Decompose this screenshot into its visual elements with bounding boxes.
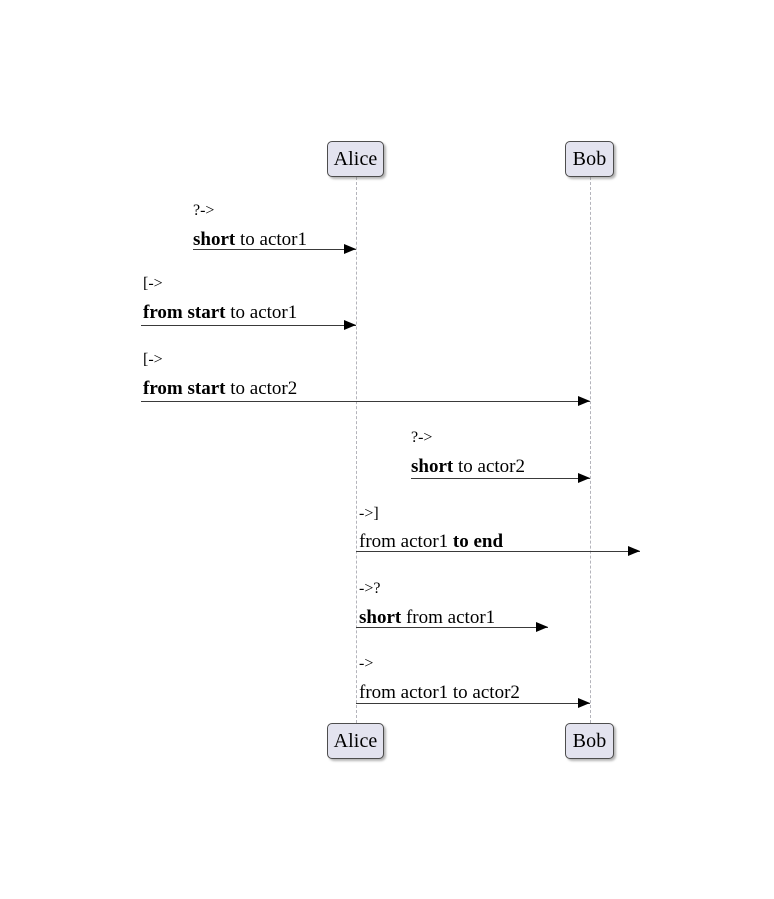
lifeline-actor1 (356, 177, 357, 723)
message-label-part: short (359, 607, 401, 628)
message-label-part: from actor1 (401, 607, 495, 628)
lifeline-actor2 (590, 177, 591, 723)
message-label-5: from actor1 to end (359, 532, 503, 551)
message-arrowhead (536, 622, 548, 632)
message-notation-1: ?-> (193, 203, 214, 219)
message-notation-6: ->? (359, 581, 380, 597)
message-arrow-line (356, 551, 640, 552)
message-arrow-line (193, 249, 356, 250)
message-label-part: short (411, 456, 453, 477)
message-label-part: from start (143, 302, 225, 323)
message-arrow-line (411, 478, 590, 479)
message-label-part: to actor2 (225, 378, 297, 399)
actor-box-actor2-top[interactable]: Bob (565, 141, 614, 177)
message-label-part: to actor1 (225, 302, 297, 323)
message-arrowhead (344, 244, 356, 254)
message-notation-2: [-> (143, 276, 163, 292)
actor-label: Alice (334, 731, 378, 751)
message-label-part: to actor1 (235, 229, 307, 250)
message-arrowhead (344, 320, 356, 330)
message-label-part: from actor1 (359, 531, 448, 552)
message-label-part: short (193, 229, 235, 250)
message-label-part: to end (448, 531, 503, 552)
actor-label: Alice (334, 149, 378, 169)
message-arrow-line (141, 401, 590, 402)
message-label-2: from start to actor1 (143, 303, 297, 322)
actor-box-actor1-bottom[interactable]: Alice (327, 723, 384, 759)
actor-box-actor1-top[interactable]: Alice (327, 141, 384, 177)
message-notation-3: [-> (143, 352, 163, 368)
message-label-4: short to actor2 (411, 457, 525, 476)
message-label-1: short to actor1 (193, 230, 307, 249)
message-arrowhead (578, 473, 590, 483)
message-arrowhead (628, 546, 640, 556)
message-arrowhead (578, 396, 590, 406)
message-label-part: from actor1 to actor2 (359, 682, 520, 703)
message-label-6: short from actor1 (359, 608, 495, 627)
actor-label: Bob (573, 731, 607, 751)
message-label-3: from start to actor2 (143, 379, 297, 398)
actor-box-actor2-bottom[interactable]: Bob (565, 723, 614, 759)
message-arrow-line (356, 627, 548, 628)
message-arrow-line (141, 325, 356, 326)
message-notation-5: ->] (359, 506, 379, 522)
message-label-part: from start (143, 378, 225, 399)
message-label-part: to actor2 (453, 456, 525, 477)
message-arrow-line (356, 703, 590, 704)
message-notation-7: -> (359, 656, 373, 672)
message-arrowhead (578, 698, 590, 708)
message-label-7: from actor1 to actor2 (359, 683, 520, 702)
actor-label: Bob (573, 149, 607, 169)
message-notation-4: ?-> (411, 430, 432, 446)
